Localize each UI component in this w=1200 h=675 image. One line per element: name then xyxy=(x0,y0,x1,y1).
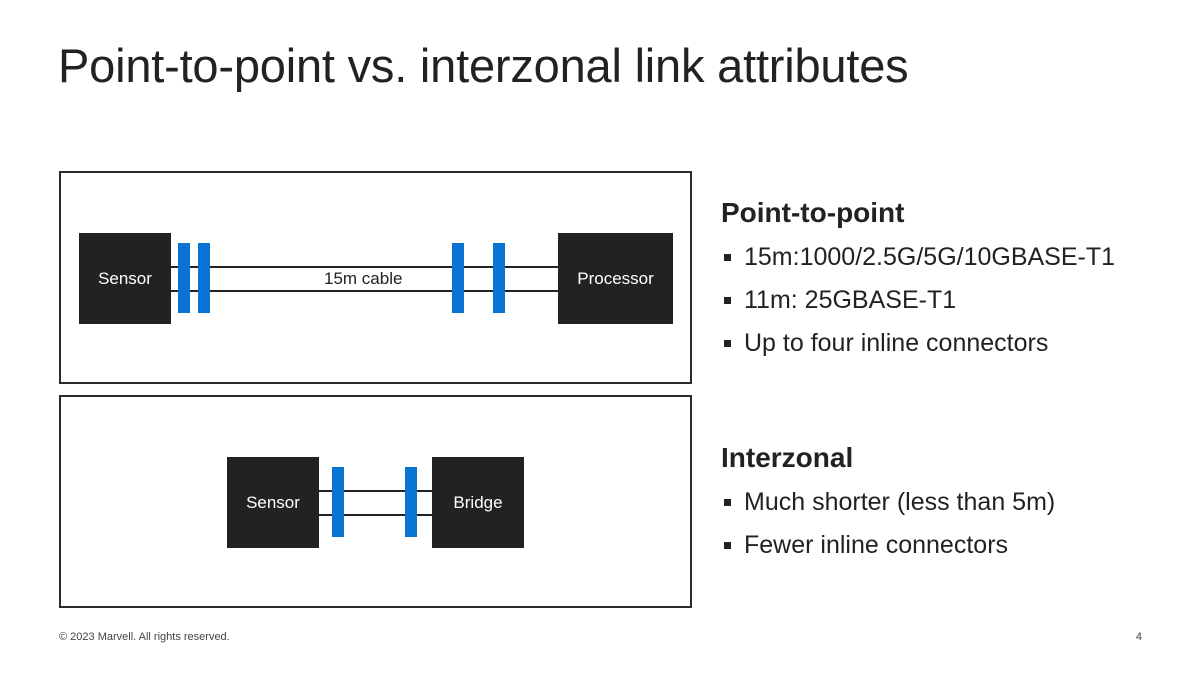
copyright-footer: © 2023 Marvell. All rights reserved. xyxy=(59,631,230,643)
cable-length-label: 15m cable xyxy=(322,269,405,289)
inline-connector xyxy=(493,243,505,313)
point-to-point-heading: Point-to-point xyxy=(721,197,905,228)
bullet-square-icon xyxy=(724,254,731,261)
inline-connector xyxy=(198,243,210,313)
bullet-square-icon xyxy=(724,340,731,347)
bullet-text: Much shorter (less than 5m) xyxy=(744,488,1056,516)
bullet-text: 11m: 25GBASE-T1 xyxy=(744,286,957,314)
interzonal-diagram: Sensor Bridge xyxy=(59,395,692,608)
bullet-text: 15m:1000/2.5G/5G/10GBASE-T1 xyxy=(744,243,1116,271)
sensor-node: Sensor xyxy=(79,233,171,324)
interzonal-bullets: Much shorter (less than 5m) Fewer inline… xyxy=(722,481,1055,567)
bullet-square-icon xyxy=(724,297,731,304)
bullet-text: Up to four inline connectors xyxy=(744,329,1049,357)
bullet-item: 15m:1000/2.5G/5G/10GBASE-T1 xyxy=(722,236,1115,279)
interzonal-heading: Interzonal xyxy=(721,442,854,473)
bullet-item: Much shorter (less than 5m) xyxy=(722,481,1055,524)
inline-connector xyxy=(332,467,344,537)
bullet-text: Fewer inline connectors xyxy=(744,531,1009,559)
cable-wire-top xyxy=(319,490,433,492)
bullet-item: Up to four inline connectors xyxy=(722,322,1115,365)
bullet-item: Fewer inline connectors xyxy=(722,524,1055,567)
bullet-square-icon xyxy=(724,499,731,506)
processor-node: Processor xyxy=(558,233,673,324)
inline-connector xyxy=(178,243,190,313)
point-to-point-diagram: Sensor Processor 15m cable xyxy=(59,171,692,384)
slide-title: Point-to-point vs. interzonal link attri… xyxy=(58,39,909,92)
bullet-item: 11m: 25GBASE-T1 xyxy=(722,279,1115,322)
bridge-node: Bridge xyxy=(432,457,524,548)
inline-connector xyxy=(405,467,417,537)
bullet-square-icon xyxy=(724,542,731,549)
sensor-node: Sensor xyxy=(227,457,319,548)
cable-wire-bottom xyxy=(319,514,433,516)
page-number: 4 xyxy=(1135,631,1142,643)
cable-wire-bottom xyxy=(171,290,559,292)
inline-connector xyxy=(452,243,464,313)
point-to-point-bullets: 15m:1000/2.5G/5G/10GBASE-T1 11m: 25GBASE… xyxy=(722,236,1115,365)
cable-wire-top xyxy=(171,266,559,268)
